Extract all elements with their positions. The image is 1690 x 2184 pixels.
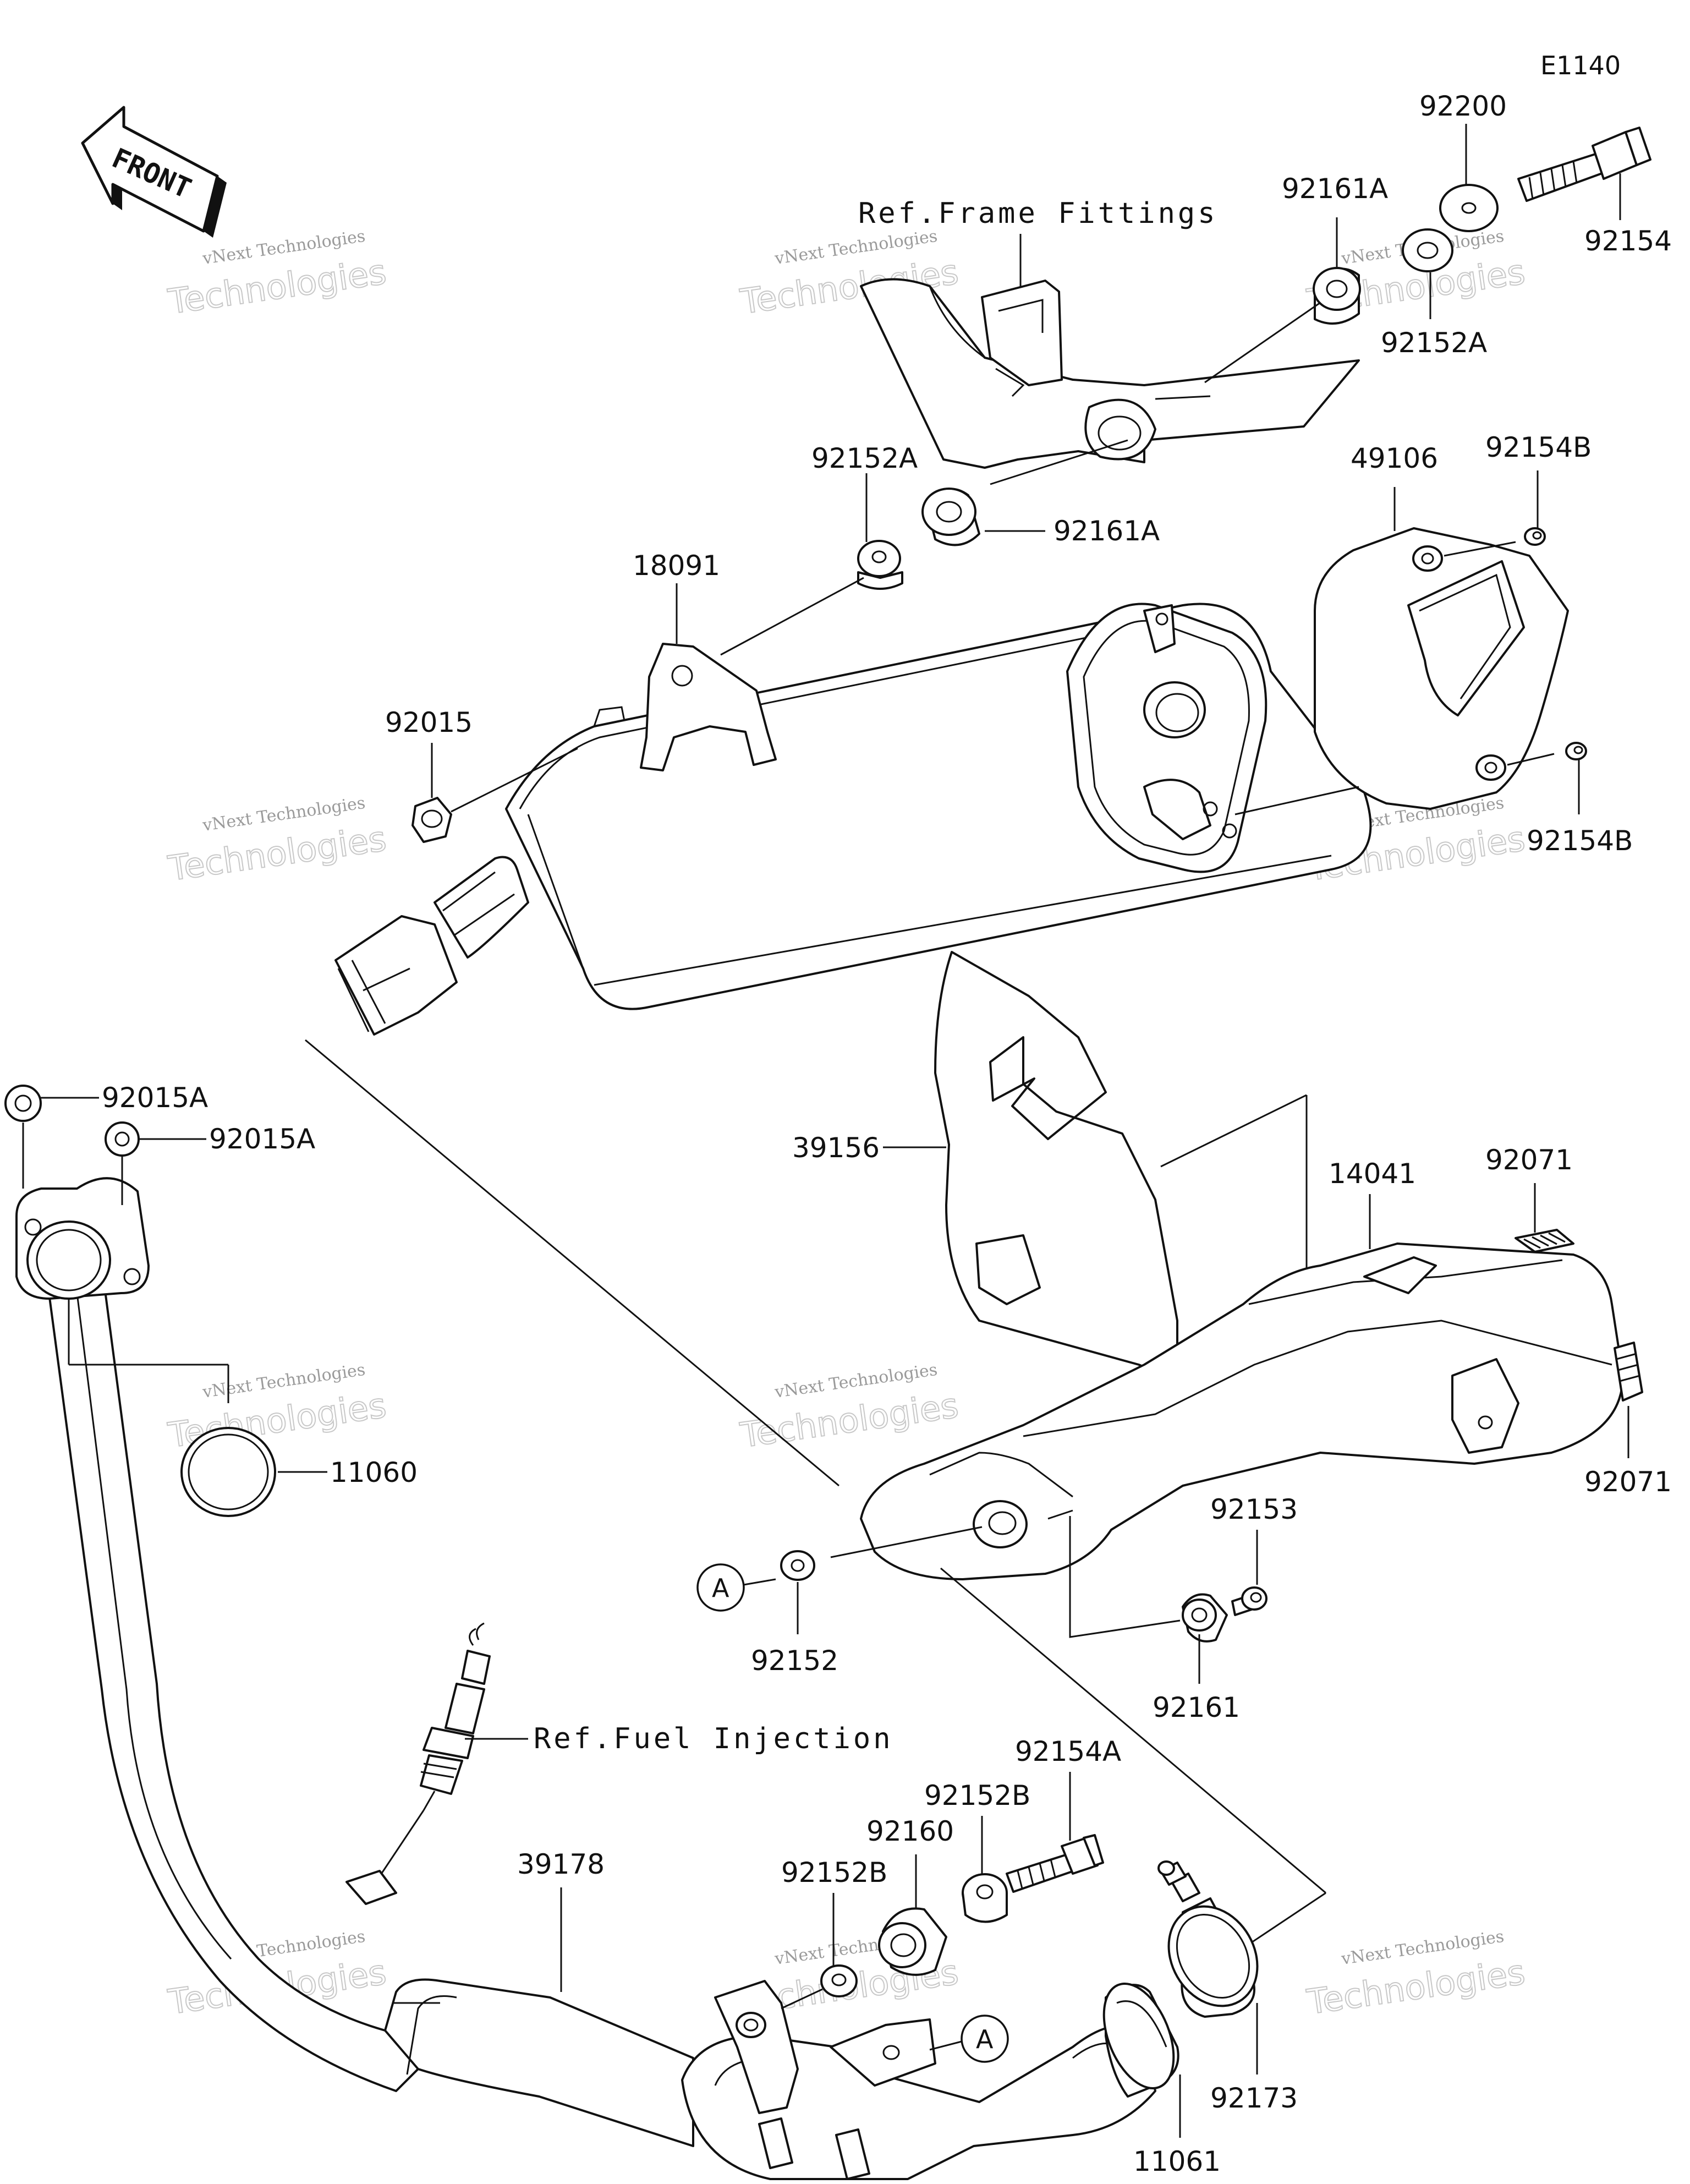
label-18091: 18091: [633, 550, 720, 582]
label-92154A: 92154A: [1015, 1736, 1121, 1767]
collar-92152A-top: [1402, 228, 1453, 272]
svg-text:A: A: [712, 1573, 729, 1603]
leader-92161-bracket: [1069, 1516, 1181, 1638]
leader-92161-tick: [1047, 1509, 1073, 1520]
bolt-92154B-top: [1524, 527, 1546, 546]
label-92015A-2: 92015A: [209, 1123, 315, 1155]
collar-92152B-upper: [962, 1873, 1008, 1923]
label-92161A-mid: 92161A: [1053, 515, 1160, 547]
nut-92015A-1: [4, 1085, 42, 1122]
watermark-8: Technologies vNext Technologies: [737, 1360, 962, 1456]
label-92200: 92200: [1419, 90, 1507, 122]
leader-92152B-to-bracket: [781, 1988, 823, 2010]
damper-92071-right: [1614, 1342, 1643, 1402]
exhaust-pipe-39178: [15, 1177, 1156, 2180]
grommet-92160: [878, 1907, 947, 1976]
leader-o2-boss: [378, 1810, 425, 1877]
label-92154B-top: 92154B: [1485, 431, 1592, 463]
leader-assembly-1: [1204, 302, 1321, 384]
gasket-11061: [1102, 1983, 1179, 2098]
label-92152A-mid: 92152A: [811, 442, 918, 474]
label-92161A-top: 92161A: [1282, 173, 1388, 205]
svg-text:Technologies: Technologies: [738, 1385, 961, 1455]
diagram-code: E1140: [1540, 51, 1621, 80]
label-39178: 39178: [517, 1848, 605, 1880]
heat-guard-49106: [1314, 527, 1569, 810]
washer-92152: [780, 1550, 815, 1581]
label-11060: 11060: [330, 1457, 418, 1488]
front-arrow-icon: FRONT: [81, 106, 227, 238]
grommet-92161: [1182, 1593, 1228, 1643]
label-92161: 92161: [1153, 1692, 1240, 1723]
leader-92152-to-cover: [830, 1526, 983, 1558]
bolt-92154A: [1006, 1834, 1104, 1893]
label-92153: 92153: [1210, 1493, 1298, 1525]
watermark-4: Technologies vNext Technologies: [165, 793, 389, 889]
leader-cover-to-clamp-1: [940, 1567, 1326, 1894]
bolt-92154: [1517, 127, 1651, 202]
label-92152B-lower: 92152B: [781, 1857, 887, 1889]
label-92152B-upper: 92152B: [924, 1780, 1030, 1811]
leader-92015-to-muffler: [451, 747, 578, 813]
bolt-92154B-bottom: [1565, 742, 1587, 760]
watermark-12: Technologies vNext Technologies: [1304, 1927, 1528, 2023]
callout-A-lower: A: [961, 2015, 1009, 2063]
ref-fuel-injection: Ref.Fuel Injection: [534, 1722, 893, 1755]
nut-92015: [411, 797, 452, 843]
leader-muffler-to-cover: [305, 1039, 839, 1487]
label-92015: 92015: [385, 707, 473, 738]
label-92154: 92154: [1584, 225, 1672, 257]
leader-guard-ref: [1234, 786, 1359, 815]
label-92154B-bottom: 92154B: [1527, 825, 1633, 857]
label-92152A-top: 92152A: [1381, 327, 1487, 359]
grommet-92161A-top: [1313, 267, 1361, 325]
ref-frame-fittings: Ref.Frame Fittings: [858, 197, 1218, 230]
bolt-92153: [1231, 1586, 1268, 1616]
label-11061: 11061: [1133, 2145, 1221, 2177]
o2-sensor-boss: [345, 1870, 397, 1905]
leader-callout-A-lower: [929, 2040, 962, 2051]
collar-92152A-mid: [857, 540, 903, 590]
leader-muffler-mount: [720, 577, 864, 656]
svg-text:A: A: [976, 2024, 994, 2054]
grommet-92161A-mid: [921, 488, 980, 546]
damper-92071-top: [1515, 1229, 1574, 1253]
leader-49106-bolt-1: [1444, 541, 1516, 557]
label-92071-right: 92071: [1584, 1466, 1672, 1498]
muffler-18091: [334, 603, 1372, 1036]
leader-49106-bolt-2: [1507, 753, 1555, 766]
washer-92200: [1439, 184, 1499, 232]
leader-assembly-2: [990, 439, 1128, 485]
watermark-1: Technologies vNext Technologies: [165, 227, 389, 322]
svg-text:Technologies: Technologies: [166, 818, 389, 889]
label-92015A-1: 92015A: [102, 1082, 208, 1114]
clamp-92173: [1157, 1860, 1259, 2018]
label-14041: 14041: [1329, 1158, 1416, 1190]
leader-callout-A-upper: [743, 1578, 776, 1586]
leader-cover-to-clamp-2: [1243, 1892, 1326, 1949]
label-92160: 92160: [866, 1815, 954, 1847]
insulator-39156: [934, 951, 1178, 1382]
label-92173: 92173: [1210, 2082, 1298, 2114]
o2-sensor: [420, 1622, 491, 1811]
leader-39156-to-cover: [1160, 1094, 1307, 1168]
nut-92015A-2: [105, 1121, 140, 1157]
svg-text:Technologies: Technologies: [1304, 1952, 1528, 2022]
callout-A-upper: A: [696, 1563, 745, 1612]
svg-text:Technologies: Technologies: [166, 251, 389, 322]
label-49106: 49106: [1351, 442, 1438, 474]
label-39156: 39156: [792, 1132, 880, 1164]
label-92071-top: 92071: [1485, 1144, 1573, 1176]
collar-92152B-lower: [820, 1964, 858, 1997]
gasket-11060: [180, 1427, 276, 1517]
label-92152: 92152: [751, 1645, 838, 1677]
frame-bracket: [860, 278, 1360, 469]
